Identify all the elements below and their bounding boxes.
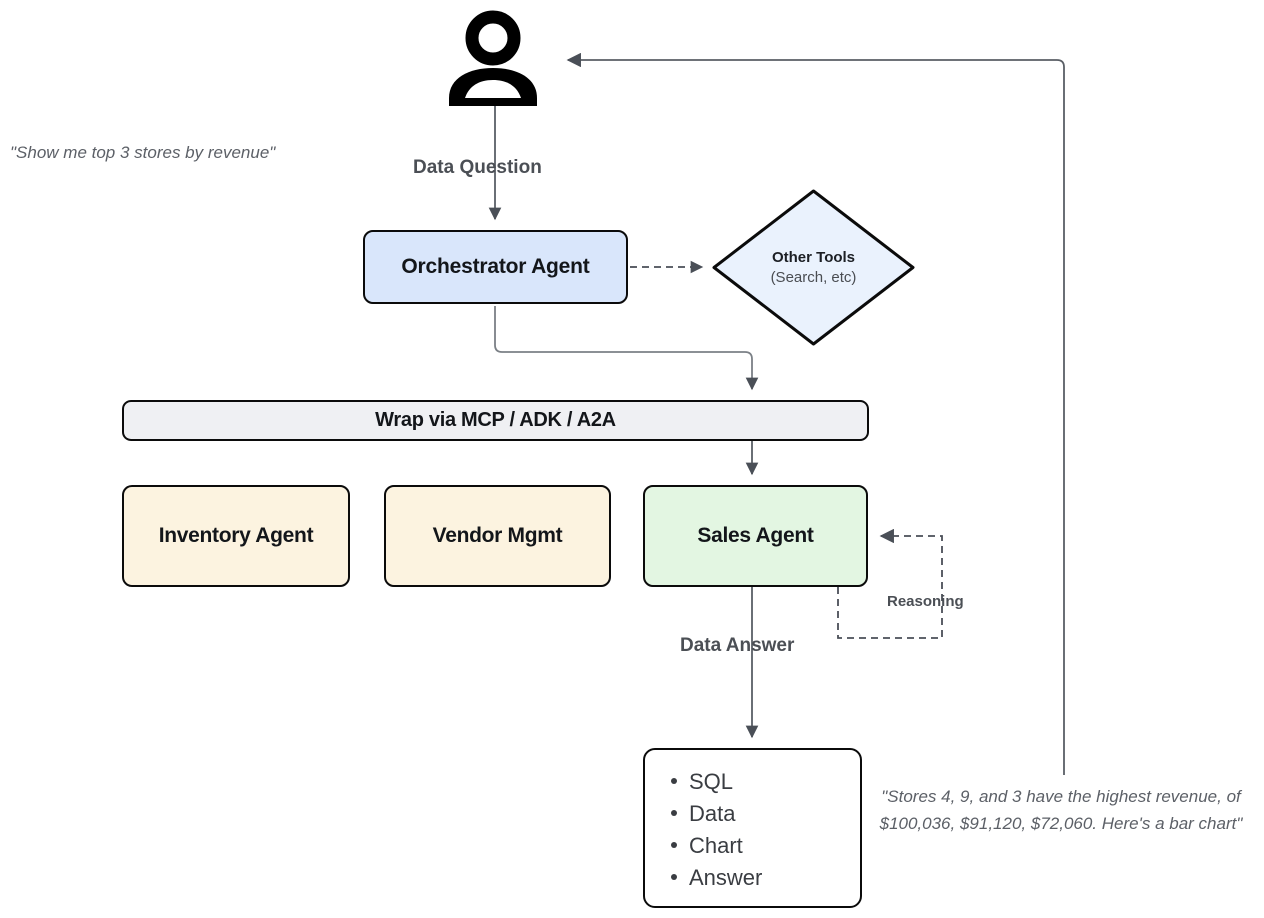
node-output-artifacts[interactable]: SQL Data Chart Answer (643, 748, 862, 908)
node-other-tools-text: Other Tools (Search, etc) (712, 189, 915, 346)
node-sales-agent[interactable]: Sales Agent (643, 485, 868, 587)
node-wrap-layer[interactable]: Wrap via MCP / ADK / A2A (122, 400, 869, 441)
list-item: SQL (667, 766, 860, 798)
node-orchestrator-agent[interactable]: Orchestrator Agent (363, 230, 628, 304)
node-inventory-label: Inventory Agent (158, 523, 314, 547)
node-other-tools[interactable]: Other Tools (Search, etc) (712, 189, 915, 346)
node-other-tools-title: Other Tools (771, 249, 856, 266)
node-wrap-label: Wrap via MCP / ADK / A2A (375, 409, 616, 431)
annotation-final-answer: "Stores 4, 9, and 3 have the highest rev… (879, 787, 1243, 834)
output-item-list: SQL Data Chart Answer (667, 766, 860, 894)
node-sales-label: Sales Agent (697, 523, 814, 547)
list-item: Answer (667, 862, 860, 894)
edge-label-data-question: Data Question (413, 157, 542, 178)
node-vendor-label: Vendor Mgmt (432, 523, 563, 547)
node-inventory-agent[interactable]: Inventory Agent (122, 485, 350, 587)
node-other-tools-subtitle: (Search, etc) (770, 268, 857, 286)
annotation-user-question: "Show me top 3 stores by revenue" (10, 143, 276, 162)
list-item: Data (667, 798, 860, 830)
node-orchestrator-label: Orchestrator Agent (401, 254, 590, 278)
person-icon (449, 10, 537, 106)
edge-label-data-answer: Data Answer (680, 635, 795, 656)
node-vendor-mgmt[interactable]: Vendor Mgmt (384, 485, 611, 587)
edge-label-reasoning: Reasoning (887, 593, 964, 610)
list-item: Chart (667, 830, 860, 862)
